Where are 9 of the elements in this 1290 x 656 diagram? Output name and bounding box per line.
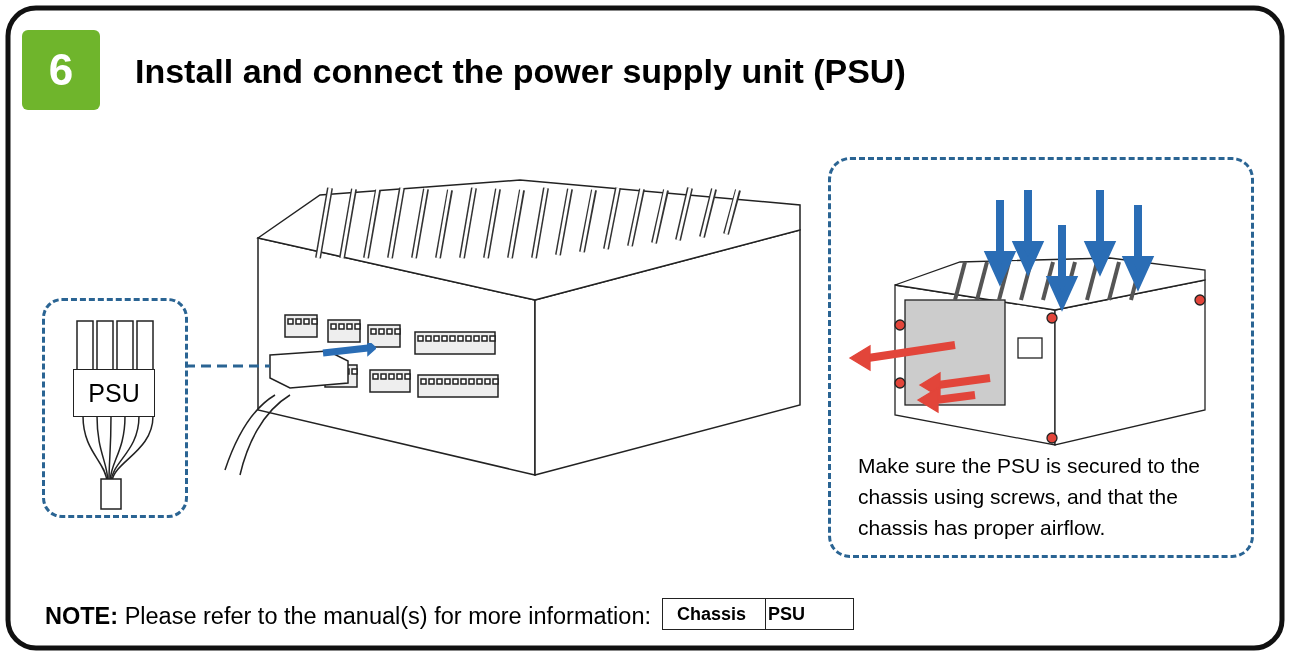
airflow-inset [828,157,1254,558]
connector-label: PSU [73,369,155,417]
table-cell: PSU [766,598,854,630]
leader-line [185,364,270,368]
instruction-text: Make sure the PSU is secured to the chassis using screws, and that the chassis has proper airflow. [858,453,1201,541]
title: Install and connect the power supply unit (PSU) [135,52,906,91]
note-text: NOTE: Please refer to the manual(s) for more information: [45,603,651,630]
step-number-badge: 6 [22,30,100,110]
table-cell: Chassis [662,598,766,630]
